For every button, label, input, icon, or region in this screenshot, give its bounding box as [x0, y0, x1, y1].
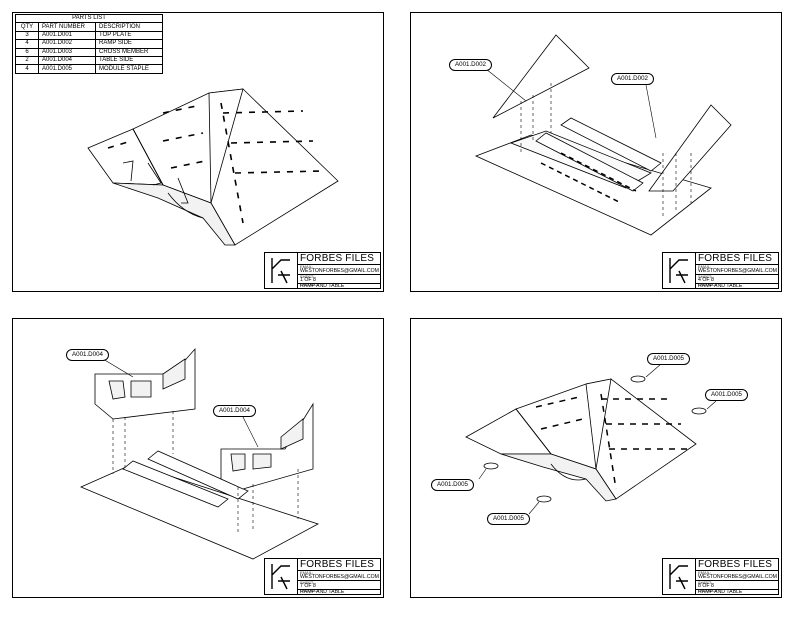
- sheet-label: SHEET:: [698, 274, 713, 279]
- project-label: PROJECT:: [698, 587, 718, 593]
- module-staple-exploded-drawing: [465, 363, 717, 515]
- drawing-sheet-4: A001.D005 A001.D005 A001.D005 A001.D005 …: [410, 318, 782, 598]
- title-block-divider: [298, 264, 380, 265]
- project-name: RAMP AND TABLE: [698, 589, 743, 596]
- title-block: FORBES FILES EMAIL: WESTONFORBES@GMAIL.C…: [264, 252, 381, 289]
- parts-list-header-row: QTY PART NUMBER DESCRIPTION: [15, 22, 163, 32]
- title-block: FORBES FILES EMAIL: WESTONFORBES@GMAIL.C…: [662, 558, 779, 595]
- title-block-divider: [298, 588, 380, 590]
- project-name: RAMP AND TABLE: [300, 589, 345, 596]
- email-value: WESTONFORBES@GMAIL.COM: [300, 573, 379, 580]
- sheet-number: 7 OF 8: [300, 583, 316, 589]
- title-block-divider: [696, 264, 778, 265]
- project-label: PROJECT:: [300, 281, 320, 287]
- title-block-divider: [696, 282, 778, 284]
- forbes-logo-icon: [271, 253, 298, 288]
- drawing-sheet-2: A001.D002 A001.D002 FORBES FILES EMAIL: …: [410, 12, 782, 292]
- sheet-label: SHEET:: [300, 580, 315, 585]
- part-callout: A001.D005: [431, 479, 474, 491]
- title-block-divider: [696, 274, 778, 275]
- part-callout: A001.D004: [213, 405, 256, 417]
- project-name: RAMP AND TABLE: [698, 283, 743, 290]
- forbes-logo-icon: [271, 559, 298, 594]
- project-label: PROJECT:: [698, 281, 718, 287]
- forbes-logo-icon: [669, 559, 696, 594]
- drawing-sheet-3: A001.D004 A001.D004 FORBES FILES EMAIL: …: [12, 318, 384, 598]
- title-block-divider: [298, 274, 380, 275]
- description-cell: MODULE STAPLE: [95, 64, 163, 74]
- sheet-label: SHEET:: [698, 580, 713, 585]
- sheet-number: 8 OF 8: [698, 583, 714, 589]
- firm-name: FORBES FILES: [698, 559, 773, 570]
- firm-name: FORBES FILES: [300, 559, 375, 570]
- title-block-divider: [298, 570, 380, 571]
- title-block: FORBES FILES EMAIL: WESTONFORBES@GMAIL.C…: [264, 558, 381, 595]
- sheet-number: 1 OF 8: [300, 277, 316, 283]
- part-callout: A001.D005: [487, 513, 530, 525]
- email-label: EMAIL:: [300, 264, 314, 269]
- firm-name: FORBES FILES: [300, 253, 375, 264]
- forbes-logo-icon: [669, 253, 696, 288]
- parts-list-table: PARTS LIST QTY PART NUMBER DESCRIPTION 3…: [15, 13, 163, 74]
- email-label: EMAIL:: [300, 570, 314, 575]
- part-callout: A001.D005: [705, 389, 748, 401]
- firm-name: FORBES FILES: [698, 253, 773, 264]
- title-block-divider: [696, 580, 778, 581]
- title-block-divider: [298, 282, 380, 284]
- ramp-table-assembly-drawing: [87, 88, 339, 246]
- title-block-divider: [298, 580, 380, 581]
- title-block-divider: [696, 570, 778, 571]
- project-name: RAMP AND TABLE: [300, 283, 345, 290]
- title-block: FORBES FILES EMAIL: WESTONFORBES@GMAIL.C…: [662, 252, 779, 289]
- part-callout: A001.D005: [647, 353, 690, 365]
- email-label: EMAIL:: [698, 570, 712, 575]
- part-callout: A001.D002: [449, 59, 492, 71]
- part-callout: A001.D004: [66, 349, 109, 361]
- part-callout: A001.D002: [611, 73, 654, 85]
- table-side-exploded-drawing: [79, 347, 320, 560]
- email-label: EMAIL:: [698, 264, 712, 269]
- ramp-side-exploded-drawing: [474, 34, 732, 236]
- sheet-number: 4 OF 8: [698, 277, 714, 283]
- sheet-label: SHEET:: [300, 274, 315, 279]
- email-value: WESTONFORBES@GMAIL.COM: [698, 267, 777, 274]
- title-block-divider: [696, 588, 778, 590]
- drawing-sheet-1: PARTS LIST QTY PART NUMBER DESCRIPTION 3…: [12, 12, 384, 292]
- email-value: WESTONFORBES@GMAIL.COM: [300, 267, 379, 274]
- project-label: PROJECT:: [300, 587, 320, 593]
- email-value: WESTONFORBES@GMAIL.COM: [698, 573, 777, 580]
